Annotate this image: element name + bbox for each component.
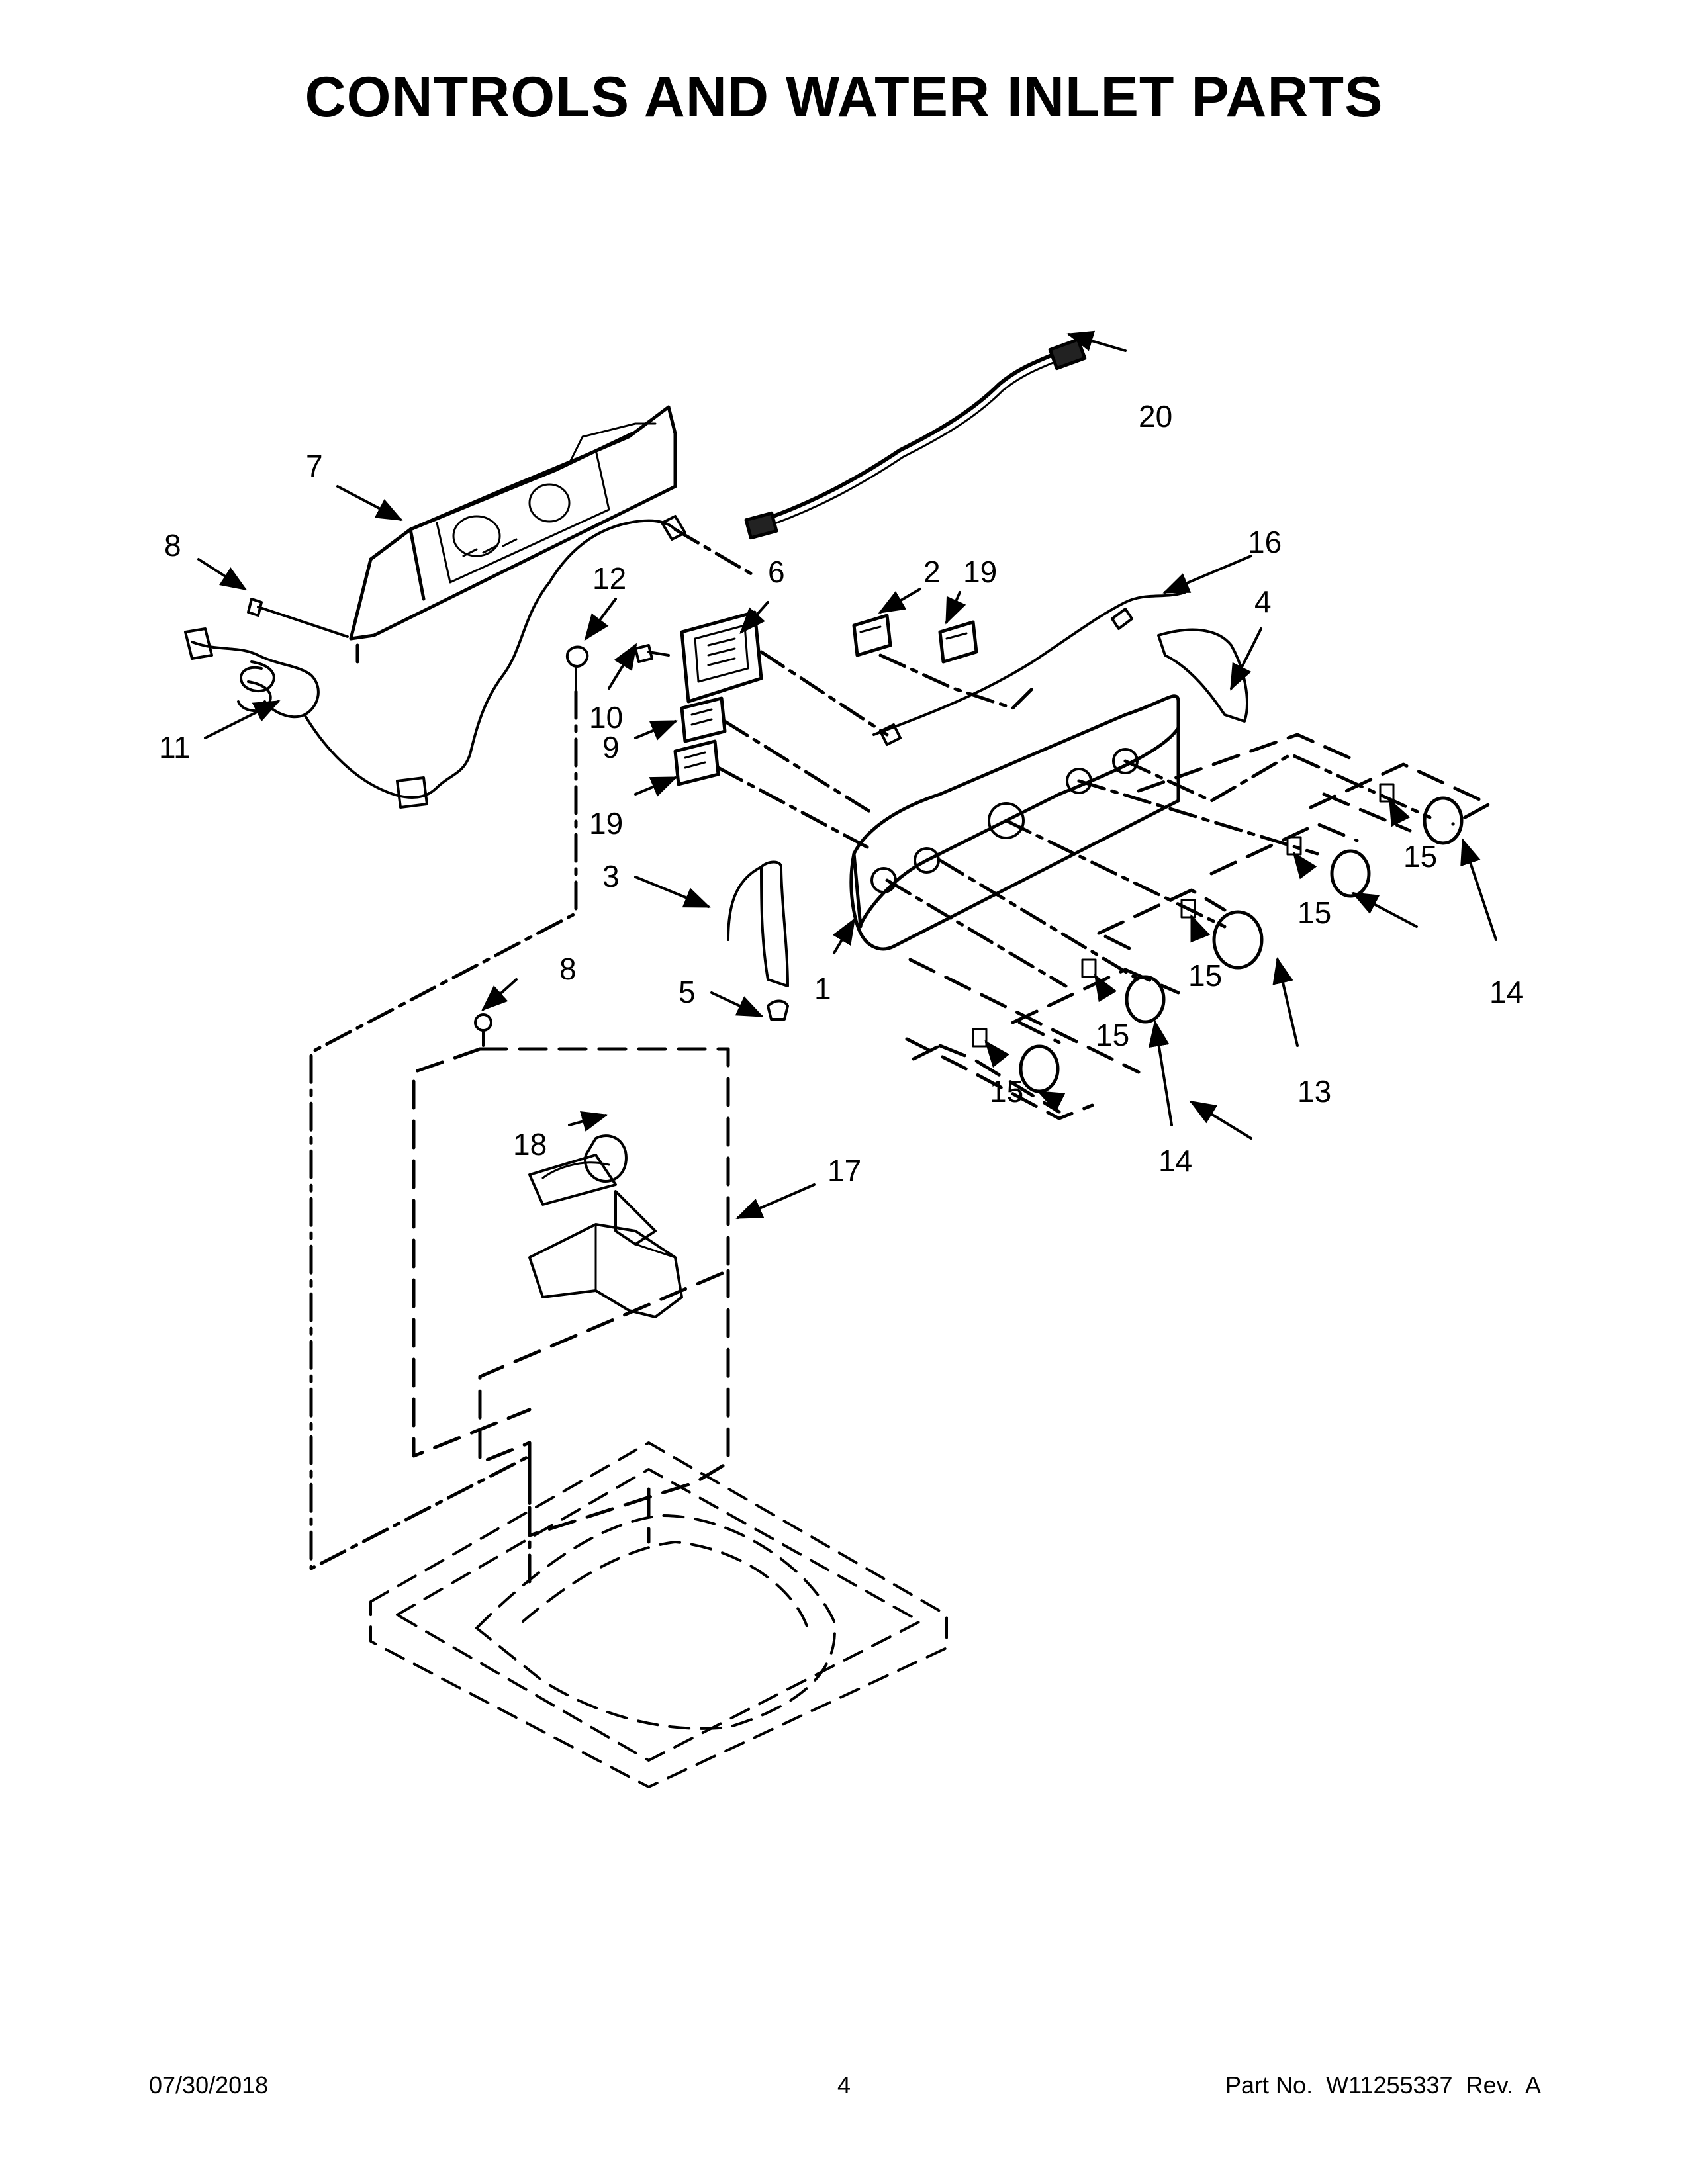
clip-15-c-part xyxy=(1180,899,1196,919)
switch-9-part xyxy=(680,696,727,743)
washer-top-base-part xyxy=(369,1441,948,1788)
switch-19-lower-part xyxy=(673,739,720,786)
footer-rev-value: A xyxy=(1524,2071,1541,2099)
callout-10: 10 xyxy=(589,700,623,735)
screw-part-bottom xyxy=(474,1013,492,1032)
callout-11: 11 xyxy=(159,730,191,764)
callout-15-e: 15 xyxy=(1403,839,1437,874)
callout-1: 1 xyxy=(814,972,831,1006)
callout-14-bottom: 14 xyxy=(1158,1144,1192,1178)
switch-2-part xyxy=(852,614,892,657)
callout-18: 18 xyxy=(513,1127,547,1161)
footer-part-number: Part No. W11255337 Rev. A xyxy=(1225,2071,1541,2099)
wire-harness-part xyxy=(744,338,1087,540)
clip-5-part xyxy=(767,999,789,1021)
callout-9: 9 xyxy=(602,730,620,764)
rear-console-panel-part xyxy=(349,405,677,641)
harness-16-part xyxy=(872,591,1186,736)
callout-12: 12 xyxy=(592,561,626,596)
callout-17: 17 xyxy=(827,1154,861,1188)
screw-10-part xyxy=(634,644,670,663)
callout-labels: 20 7 8 12 6 2 19 16 4 11 10 9 19 3 8 5 1… xyxy=(159,399,1523,1188)
callout-15-a: 15 xyxy=(990,1074,1023,1109)
ground-wire-part xyxy=(566,645,589,693)
callout-8-bottom: 8 xyxy=(559,952,577,986)
clip-15-e-part xyxy=(1379,783,1395,803)
callout-16: 16 xyxy=(1248,525,1282,559)
callout-15-d: 15 xyxy=(1297,895,1331,930)
knob-14-far-part xyxy=(1423,796,1464,845)
callout-7: 7 xyxy=(306,449,323,483)
end-cap-left-part xyxy=(727,860,789,987)
footer-part-value: W11255337 xyxy=(1326,2071,1453,2099)
switch-19-upper-part xyxy=(938,620,978,664)
callout-3: 3 xyxy=(602,859,620,893)
callout-14-right: 14 xyxy=(1489,975,1523,1009)
knob-14-rear-part xyxy=(1330,849,1371,898)
clip-15-b-part xyxy=(1081,958,1097,978)
screw-part-top xyxy=(247,598,349,638)
callout-20: 20 xyxy=(1139,399,1172,433)
page-title: CONTROLS AND WATER INLET PARTS xyxy=(305,66,1383,129)
footer-rev-label: Rev. xyxy=(1466,2071,1513,2099)
knob-14-middle-part xyxy=(1125,975,1166,1024)
callout-19-upper: 19 xyxy=(963,555,997,589)
callout-8-top: 8 xyxy=(164,528,181,563)
water-valve-assembly-part xyxy=(528,1134,683,1318)
callout-19-lower: 19 xyxy=(589,806,623,841)
end-cap-right-part xyxy=(1157,628,1248,723)
callout-5: 5 xyxy=(679,975,696,1009)
callout-15-c: 15 xyxy=(1188,958,1222,993)
knob-14-front-part xyxy=(1019,1044,1060,1093)
control-board-part xyxy=(680,610,763,704)
footer-part-label: Part No. xyxy=(1225,2071,1313,2099)
callout-2: 2 xyxy=(923,555,941,589)
callout-6: 6 xyxy=(768,555,785,589)
callout-4: 4 xyxy=(1254,584,1272,619)
knob-13-part xyxy=(1212,910,1264,970)
footer-page-number: 4 xyxy=(837,2071,851,2099)
console-part xyxy=(849,694,1180,951)
callout-13: 13 xyxy=(1297,1074,1331,1109)
callout-15-b: 15 xyxy=(1096,1018,1129,1052)
footer-date: 07/30/2018 xyxy=(149,2071,269,2099)
power-cord-part xyxy=(184,515,686,809)
clip-15-a-part xyxy=(972,1028,988,1048)
